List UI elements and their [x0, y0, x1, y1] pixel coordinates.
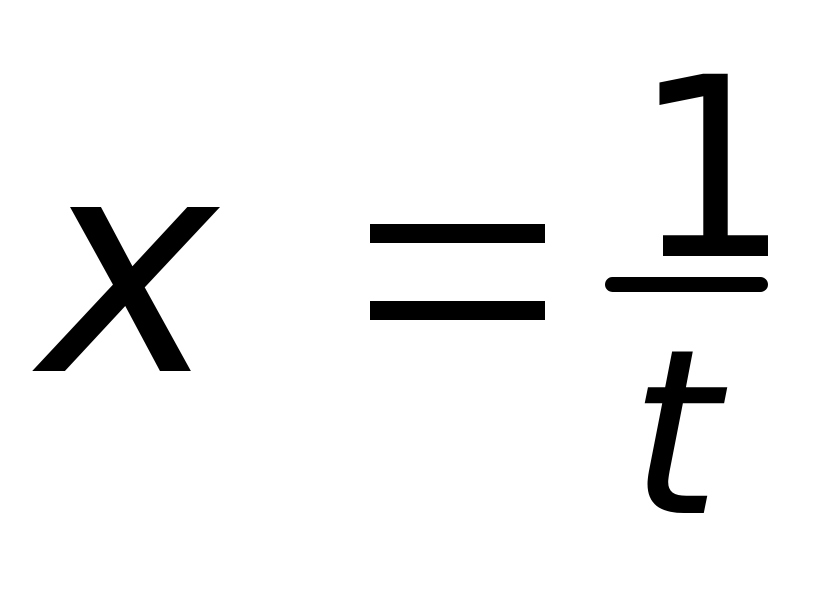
fraction-numerator: 1: [632, 24, 792, 315]
fraction-denominator: t: [630, 301, 721, 568]
equals-sign-bottom-bar: [370, 301, 545, 320]
fraction-bar: [605, 277, 768, 292]
lhs-variable-x: x: [40, 93, 218, 442]
equals-sign-top-bar: [370, 224, 545, 243]
